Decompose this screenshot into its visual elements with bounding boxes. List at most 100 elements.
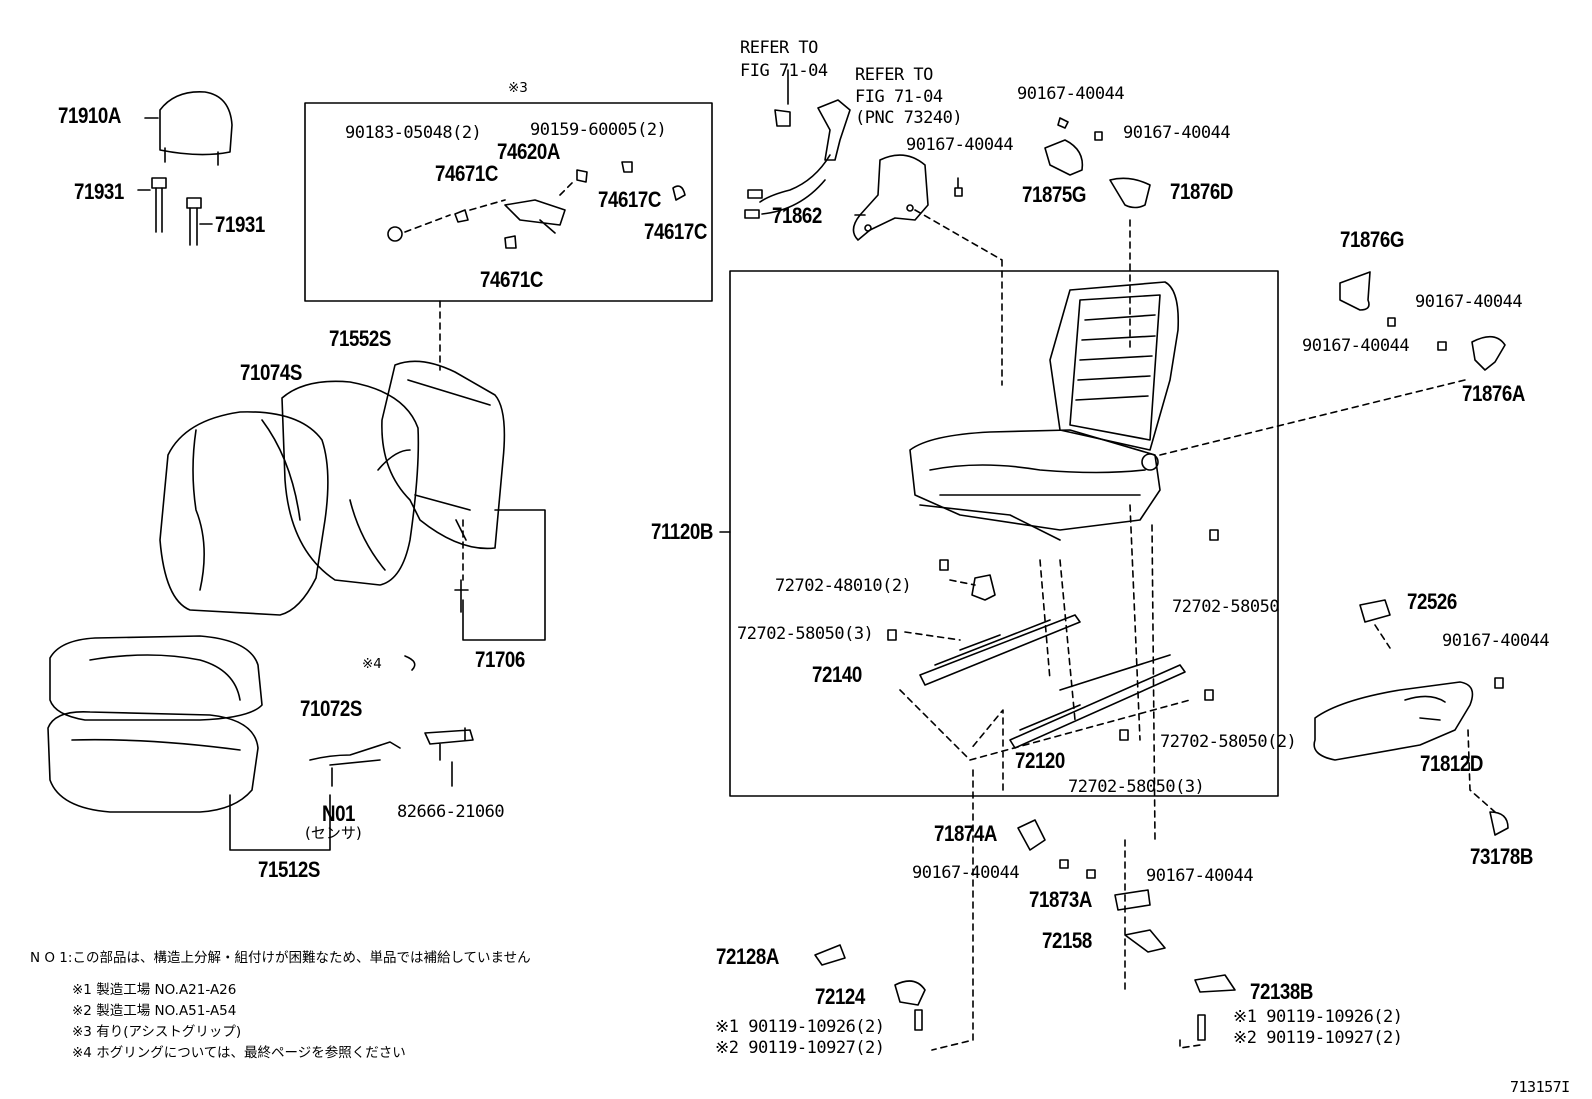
- label-74671C-a: 74671C: [435, 161, 498, 186]
- note-n01: N O 1:この部品は、構造上分解・組付けが困難なため、単品では補給していません: [30, 950, 531, 966]
- seatback-frame: [381, 360, 506, 550]
- label-90183-05048: 90183-05048(2): [345, 123, 482, 143]
- label-71931-a: 71931: [74, 179, 124, 204]
- seat-track-72120: [1009, 529, 1219, 749]
- cover-72128A: [814, 944, 846, 966]
- cover-72158: [1124, 929, 1166, 953]
- label-90159-60005: 90159-60005(2): [530, 120, 667, 140]
- label-71874A: 71874A: [934, 821, 997, 846]
- headrest: [144, 91, 233, 166]
- cushion-cover: [49, 635, 263, 721]
- seat-frame-assembly: [909, 281, 1180, 541]
- label-71875G: 71875G: [1022, 182, 1087, 207]
- cover-71876D: [1109, 177, 1151, 209]
- cap-73178B: [1489, 811, 1509, 836]
- label-mark3: ※3: [508, 80, 528, 96]
- label-71910A: 71910A: [58, 103, 121, 128]
- assist-grip-parts: [387, 161, 686, 249]
- label-mark4: ※4: [362, 656, 382, 672]
- label-71706: 71706: [475, 647, 525, 672]
- note-mark1: ※1 製造工場 NO.A21-A26: [72, 982, 237, 998]
- label-refer-2c: (PNC 73240): [855, 108, 963, 128]
- note-mark3: ※3 有り(アシストグリップ): [72, 1024, 242, 1040]
- label-90167-a: 90167-40044: [1017, 84, 1125, 104]
- headrest-guide: [137, 177, 213, 246]
- label-72702-58050-3b: 72702-58050(3): [1068, 777, 1205, 797]
- label-n01: N01: [322, 801, 356, 826]
- label-71120B: 71120B: [651, 519, 713, 544]
- seatback-pad: [281, 380, 420, 586]
- sensor-n01: [309, 741, 401, 787]
- label-71876G: 71876G: [1340, 227, 1405, 252]
- label-71552S: 71552S: [329, 326, 391, 351]
- label-71931-b: 71931: [215, 212, 265, 237]
- assist-grip-frame: [304, 102, 713, 302]
- knob-72526: [1359, 599, 1391, 623]
- label-72124: 72124: [815, 984, 865, 1009]
- label-90167-d: 90167-40044: [1415, 292, 1523, 312]
- label-71862: 71862: [772, 203, 822, 228]
- bolt-refer: [774, 109, 791, 127]
- label-72702-58050-3a: 72702-58050(3): [737, 624, 874, 644]
- cover-72124: [894, 980, 926, 1006]
- cushion-pad: [47, 711, 259, 813]
- label-71512S: 71512S: [258, 857, 320, 882]
- cover-72138B: [1194, 974, 1236, 993]
- label-90167-e: 90167-40044: [1302, 336, 1410, 356]
- cover-71874A: [1017, 819, 1046, 851]
- label-74617C-a: 74617C: [598, 187, 661, 212]
- label-refer-1b: FIG 71-04: [740, 61, 828, 81]
- label-n01-sub: (センサ): [305, 824, 362, 842]
- seatback-cover: [159, 411, 329, 616]
- label-72702-48010: 72702-48010(2): [775, 576, 912, 596]
- cover-71876A: [1437, 335, 1506, 371]
- label-left-mark1: ※1 90119-10926(2): [715, 1017, 885, 1037]
- label-figure-ref: 713157I: [1510, 1078, 1570, 1096]
- label-90167-h: 90167-40044: [1146, 866, 1254, 886]
- label-71873A: 71873A: [1029, 887, 1092, 912]
- label-71074S: 71074S: [240, 360, 302, 385]
- note-mark2: ※2 製造工場 NO.A51-A54: [72, 1003, 237, 1019]
- bracket-71512S: [229, 794, 331, 851]
- label-72526: 72526: [1407, 589, 1457, 614]
- label-72158: 72158: [1042, 928, 1092, 953]
- cover-71876G: [1339, 271, 1396, 327]
- label-72138B: 72138B: [1250, 979, 1313, 1004]
- note-mark4: ※4 ホグリングについては、最終ページを参照ください: [72, 1045, 406, 1061]
- label-72702-58050-2: 72702-58050(2): [1160, 732, 1297, 752]
- seat-track-72140: [887, 559, 1081, 686]
- label-72120: 72120: [1015, 748, 1065, 773]
- label-90167-f: 90167-40044: [1442, 631, 1550, 651]
- label-71876D: 71876D: [1170, 179, 1233, 204]
- label-refer-2a: REFER TO: [855, 65, 933, 85]
- label-72702-58050: 72702-58050: [1172, 597, 1280, 617]
- label-71876A: 71876A: [1462, 381, 1525, 406]
- label-90167-c: 90167-40044: [906, 135, 1014, 155]
- cover-71875G: [1044, 117, 1084, 176]
- label-74620A: 74620A: [497, 139, 560, 164]
- label-refer-1a: REFER TO: [740, 38, 818, 58]
- label-right-mark1: ※1 90119-10926(2): [1233, 1007, 1403, 1027]
- label-90167-b: 90167-40044: [1123, 123, 1231, 143]
- cover-71873A: [1114, 889, 1151, 911]
- seat-frame-box: [729, 270, 1279, 797]
- label-right-mark2: ※2 90119-10927(2): [1233, 1028, 1403, 1048]
- label-73178B: 73178B: [1470, 844, 1533, 869]
- belt-buckle: [744, 99, 851, 219]
- label-71072S: 71072S: [300, 696, 362, 721]
- connector-82666: [424, 727, 474, 787]
- seat-track-cover-71862: [852, 154, 929, 241]
- label-left-mark2: ※2 90119-10927(2): [715, 1038, 885, 1058]
- label-71812D: 71812D: [1420, 751, 1483, 776]
- label-74671C-b: 74671C: [480, 267, 543, 292]
- side-cover-71812D: [1313, 681, 1474, 761]
- label-72128A: 72128A: [716, 944, 779, 969]
- label-74617C-b: 74617C: [644, 219, 707, 244]
- label-90167-g: 90167-40044: [912, 863, 1020, 883]
- hog-ring: [404, 655, 416, 671]
- bracket-71706: [462, 509, 546, 641]
- label-82666-21060: 82666-21060: [397, 802, 505, 822]
- label-72140: 72140: [812, 662, 862, 687]
- label-refer-2b: FIG 71-04: [855, 87, 943, 107]
